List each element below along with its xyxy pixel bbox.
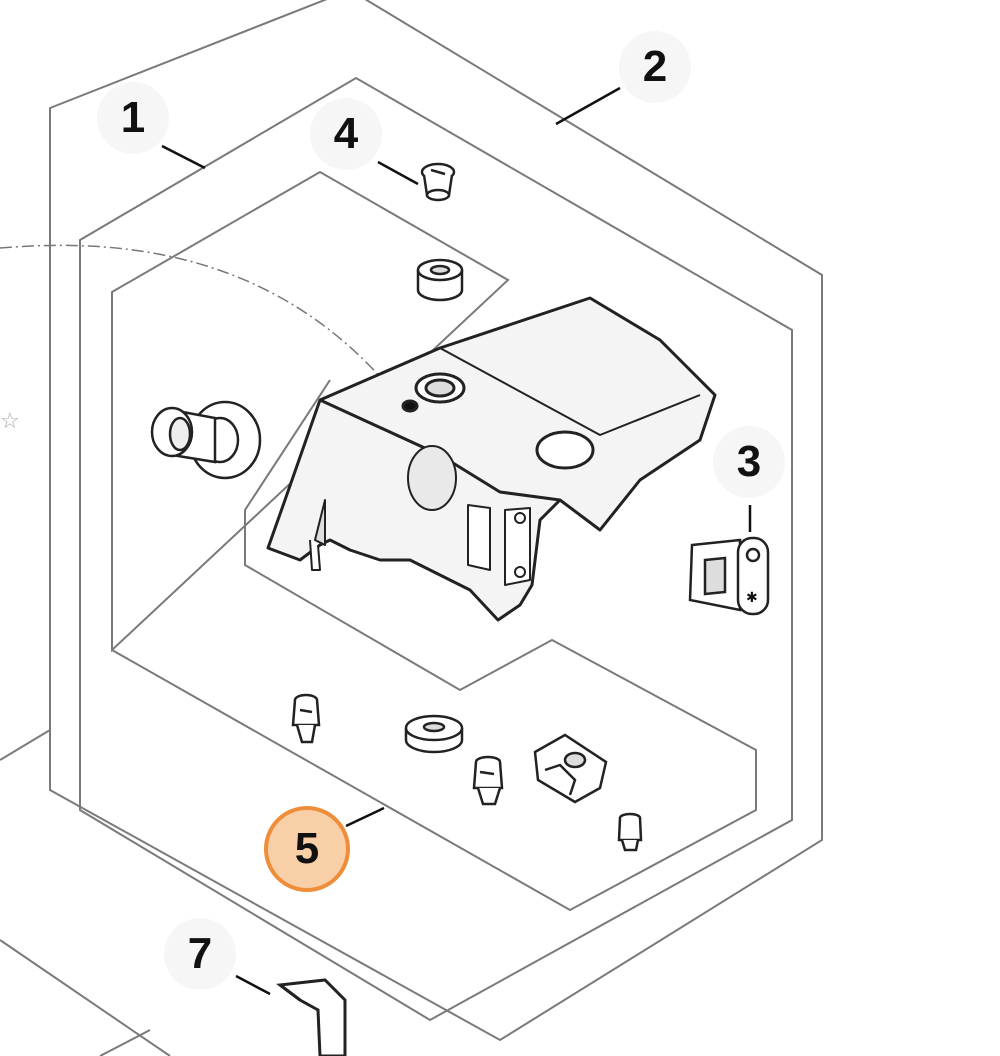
group-outline-5 bbox=[111, 292, 757, 912]
callout-2-label: 2 bbox=[642, 42, 668, 91]
group-outlines bbox=[0, 0, 823, 1056]
leader-2 bbox=[555, 86, 621, 126]
group-outline-bottom-2 bbox=[99, 1029, 151, 1056]
part-bracket bbox=[533, 733, 608, 804]
leader-4 bbox=[377, 160, 419, 186]
callout-3-label: 3 bbox=[736, 437, 762, 486]
callout-5-label: 5 bbox=[294, 824, 320, 873]
group-outline-2 bbox=[49, 0, 823, 1042]
part-nozzle-left bbox=[291, 693, 321, 744]
callout-1-label: 1 bbox=[120, 93, 146, 142]
leader-lines bbox=[161, 86, 752, 996]
callout-5[interactable]: 5 bbox=[264, 806, 350, 892]
part-plug-left bbox=[150, 400, 262, 480]
leader-7 bbox=[235, 974, 271, 996]
part-handle bbox=[276, 978, 347, 1056]
leader-1 bbox=[161, 144, 206, 170]
part-main-cover bbox=[266, 296, 717, 622]
part-nozzle-small bbox=[617, 812, 643, 852]
callout-1[interactable]: 1 bbox=[97, 82, 169, 154]
group-outline-1 bbox=[79, 76, 793, 1022]
part-nozzle-middle bbox=[472, 755, 504, 806]
callout-2[interactable]: 2 bbox=[619, 31, 691, 103]
leader-5 bbox=[345, 806, 385, 828]
callout-7-label: 7 bbox=[187, 929, 213, 978]
part-switch: ✱ bbox=[688, 536, 770, 616]
part-washer-top bbox=[416, 258, 464, 302]
part-washer-bottom bbox=[404, 714, 464, 754]
part-screw-top bbox=[420, 162, 456, 202]
guide-arc bbox=[0, 244, 401, 401]
group-outline-left bbox=[0, 729, 51, 761]
callout-3[interactable]: 3 bbox=[713, 426, 785, 498]
callout-4-label: 4 bbox=[333, 109, 359, 158]
callout-4[interactable]: 4 bbox=[310, 98, 382, 170]
callout-7[interactable]: 7 bbox=[164, 918, 236, 990]
group-outline-bottom bbox=[0, 939, 171, 1056]
svg-text:✱: ✱ bbox=[746, 590, 758, 606]
left-arrow-mark: ☆ bbox=[0, 409, 20, 434]
